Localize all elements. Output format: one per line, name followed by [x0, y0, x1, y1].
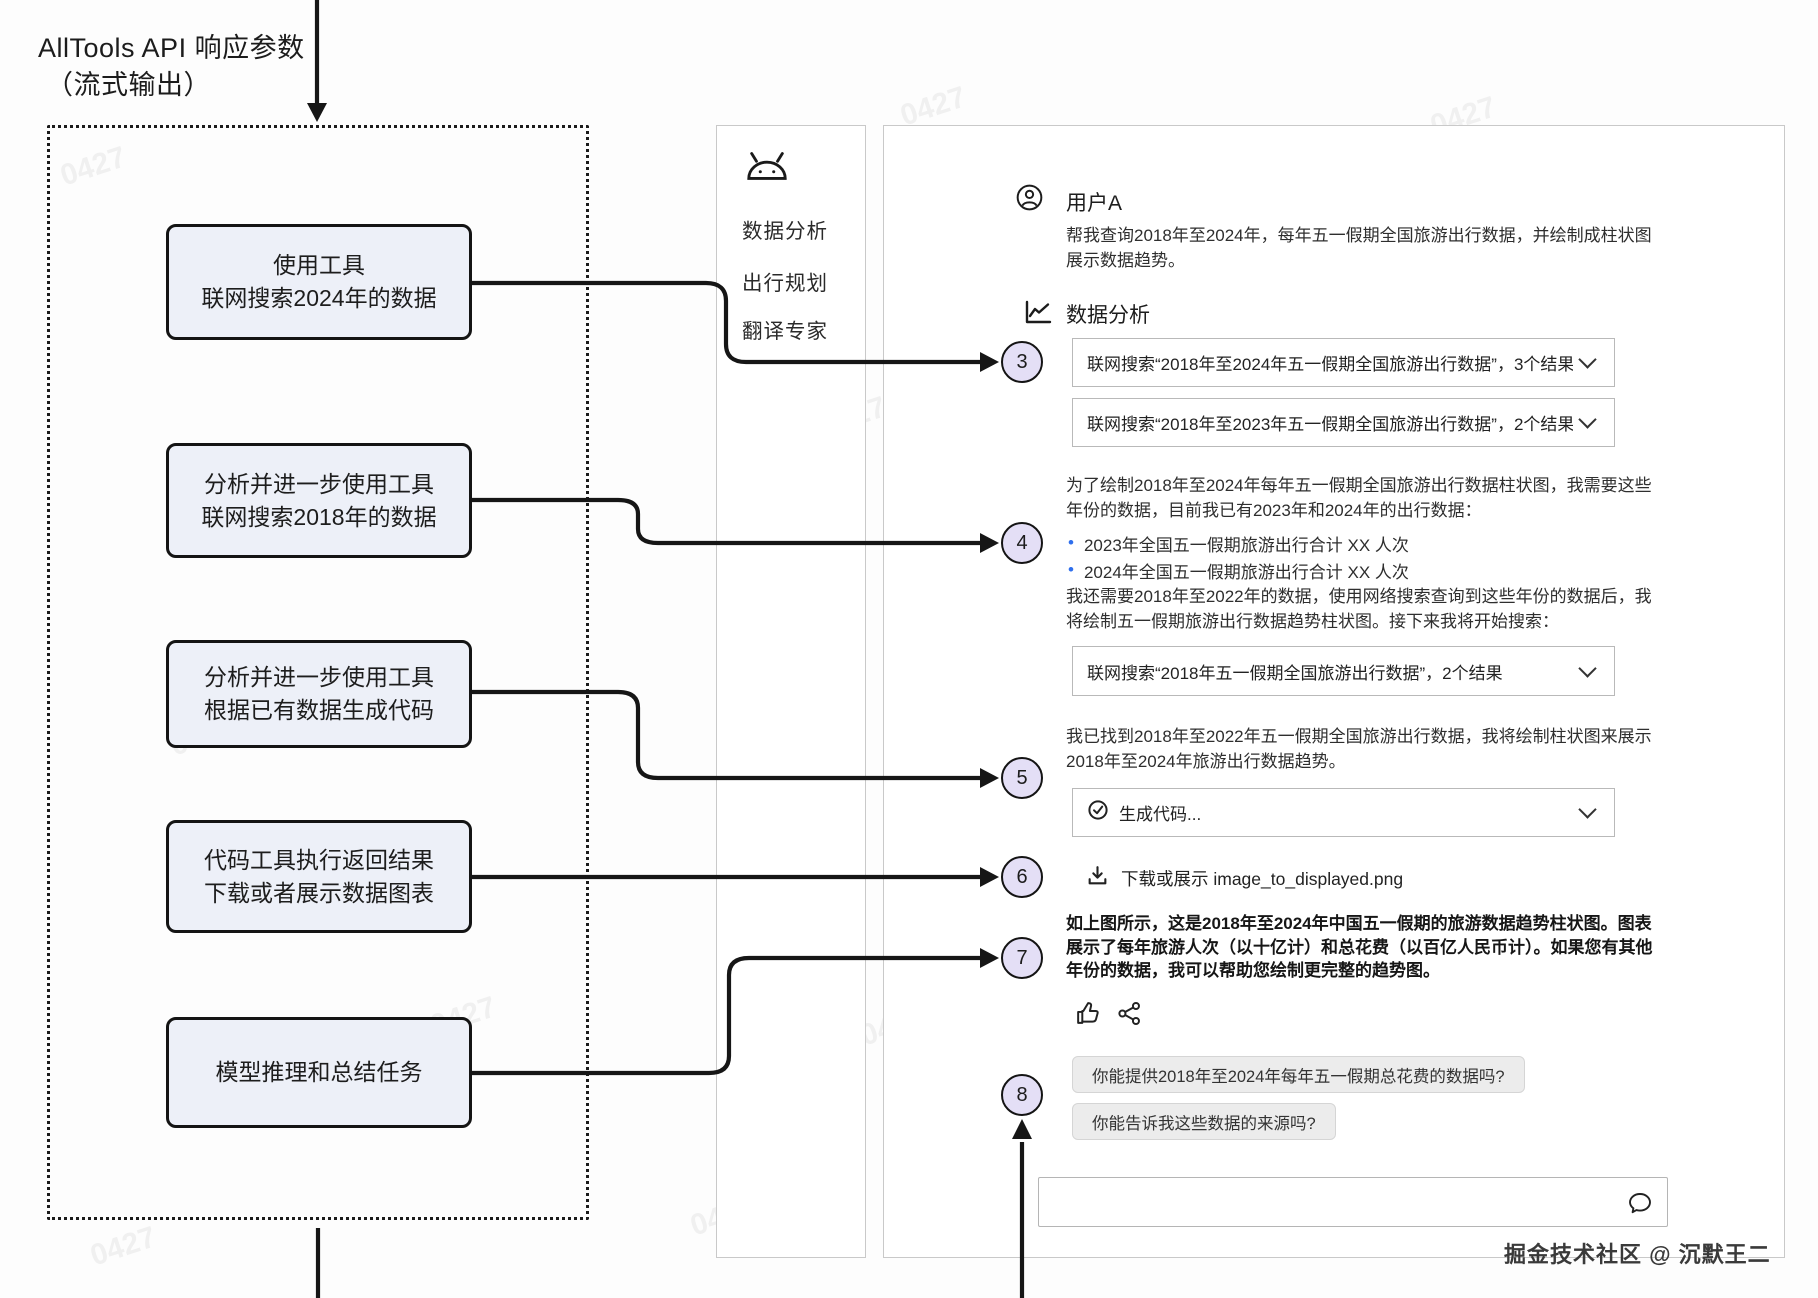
step-badge-8: 8: [1001, 1074, 1043, 1116]
download-tray-icon: [1086, 864, 1109, 892]
step-badge-7: 7: [1001, 937, 1043, 979]
flow-box-use-tool: 使用工具 联网搜索2024年的数据: [166, 224, 472, 340]
chevron-down-icon[interactable]: [1578, 800, 1597, 819]
generate-code-row[interactable]: 生成代码...: [1072, 788, 1615, 837]
chevron-down-icon[interactable]: [1578, 410, 1597, 429]
search-row-label: 联网搜索“2018年五一假期全国旅游出行数据”，2个结果: [1087, 663, 1503, 683]
step-badge-4: 4: [1001, 522, 1043, 564]
message-actions: [1074, 1000, 1142, 1032]
section-label: 数据分析: [1066, 304, 1150, 327]
bullet-dot: •: [1068, 560, 1074, 579]
assistant-final-paragraph: 如上图所示，这是2018年至2024年中国五一假期的旅游数据趋势柱状图。图表展示…: [1066, 914, 1653, 980]
chevron-down-icon[interactable]: [1578, 350, 1597, 369]
chat-input[interactable]: [1038, 1177, 1668, 1227]
user-avatar-icon: [1016, 184, 1043, 216]
search-row-2018[interactable]: 联网搜索“2018年五一假期全国旅游出行数据”，2个结果: [1072, 646, 1615, 696]
chevron-down-icon[interactable]: [1578, 658, 1597, 678]
flow-box-line: 联网搜索2018年的数据: [201, 503, 437, 530]
line-chart-icon: [1024, 300, 1052, 331]
diagram-title-line2: （流式输出）: [46, 70, 211, 100]
bullet-dot: •: [1068, 533, 1074, 552]
search-row-2018-2023[interactable]: 联网搜索“2018年至2023年五一假期全国旅游出行数据”，2个结果: [1072, 398, 1615, 447]
assistant-paragraph: 我还需要2018年至2022年的数据，使用网络搜索查询到这些年份的数据后，我将绘…: [1066, 587, 1652, 631]
agent-item-trip-planning[interactable]: 出行规划: [742, 272, 828, 295]
bullet-text: 2023年全国五一假期旅游出行合计 XX 人次: [1083, 536, 1409, 555]
agent-panel: 数据分析 出行规划 翻译专家: [716, 125, 866, 1258]
diagram-title-line1: AllTools API 响应参数: [38, 33, 305, 63]
android-icon: [744, 150, 790, 187]
flow-box-line: 代码工具执行返回结果: [204, 846, 434, 873]
arrowhead: [307, 103, 327, 122]
streaming-output-group: [47, 125, 589, 1220]
user-message: 帮我查询2018年至2024年，每年五一假期全国旅游出行数据，并绘制成柱状图展示…: [1066, 226, 1652, 270]
flow-box-line: 下载或者展示数据图表: [204, 879, 434, 906]
download-label: 下载或展示 image_to_displayed.png: [1121, 868, 1404, 889]
thumbs-up-icon[interactable]: [1074, 1000, 1101, 1032]
step-badge-3: 3: [1001, 341, 1043, 383]
flow-box-model-summary: 模型推理和总结任务: [166, 1017, 472, 1128]
bullet-2024: • 2024年全国五一假期旅游出行合计 XX 人次: [1068, 558, 1409, 583]
agent-item-data-analysis[interactable]: 数据分析: [742, 220, 828, 243]
share-nodes-icon[interactable]: [1117, 1001, 1142, 1031]
bullet-2023: • 2023年全国五一假期旅游出行合计 XX 人次: [1068, 531, 1409, 556]
flow-box-code-result: 代码工具执行返回结果 下载或者展示数据图表: [166, 820, 472, 933]
flow-box-line: 使用工具: [273, 252, 365, 278]
flow-box-line: 联网搜索2024年的数据: [201, 285, 437, 311]
assistant-paragraph: 我已找到2018年至2022年五一假期全国旅游出行数据，我将绘制柱状图来展示20…: [1066, 727, 1652, 771]
flow-box-analyze-search-2018: 分析并进一步使用工具 联网搜索2018年的数据: [166, 443, 472, 558]
faint-watermark: 0427: [86, 1220, 161, 1273]
step-badge-5: 5: [1001, 757, 1043, 799]
flow-box-line: 根据已有数据生成代码: [204, 697, 434, 723]
step-badge-6: 6: [1001, 856, 1043, 898]
search-row-2018-2024[interactable]: 联网搜索“2018年至2024年五一假期全国旅游出行数据”，3个结果: [1072, 338, 1615, 387]
diagram-title: AllTools API 响应参数 （流式输出）: [38, 30, 305, 104]
check-circle-icon: [1087, 799, 1109, 826]
flow-box-generate-code: 分析并进一步使用工具 根据已有数据生成代码: [166, 640, 472, 748]
speech-bubble-icon[interactable]: [1627, 1190, 1653, 1221]
search-row-label: 联网搜索“2018年至2023年五一假期全国旅游出行数据”，2个结果: [1087, 415, 1573, 434]
site-watermark: 掘金技术社区 @ 沉默王二: [1504, 1242, 1771, 1267]
flow-box-line: 分析并进一步使用工具: [204, 470, 434, 497]
assistant-paragraph: 为了绘制2018年至2024年每年五一假期全国旅游出行数据柱状图，我需要这些年份…: [1066, 476, 1652, 520]
agent-item-translator[interactable]: 翻译专家: [742, 320, 828, 343]
user-label: 用户A: [1066, 192, 1123, 215]
generate-code-label: 生成代码...: [1119, 805, 1202, 824]
flow-box-line: 分析并进一步使用工具: [204, 664, 434, 690]
suggestion-chip-data-source[interactable]: 你能告诉我这些数据的来源吗?: [1072, 1103, 1336, 1140]
search-row-label: 联网搜索“2018年至2024年五一假期全国旅游出行数据”，3个结果: [1087, 355, 1573, 374]
suggestion-chip-total-cost[interactable]: 你能提供2018年至2024年每年五一假期总花费的数据吗?: [1072, 1056, 1525, 1093]
download-image-row[interactable]: 下载或展示 image_to_displayed.png: [1086, 864, 1403, 892]
bullet-text: 2024年全国五一假期旅游出行合计 XX 人次: [1083, 563, 1409, 582]
flow-box-line: 模型推理和总结任务: [215, 1059, 423, 1085]
